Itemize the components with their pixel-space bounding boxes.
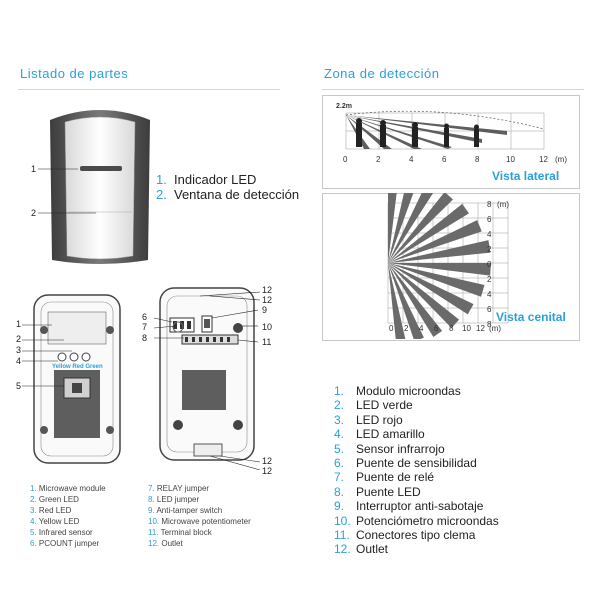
top-y-tick: 6	[487, 305, 492, 314]
detector-inner-left-diagram	[22, 294, 121, 464]
inner-right-callout-6: 6	[142, 312, 148, 322]
top-x-tick: 2	[404, 324, 409, 333]
top-unit: (m)	[497, 200, 509, 209]
list-item: 8.Puente LED	[334, 484, 421, 499]
inner-right-callout-12b: 12	[262, 295, 273, 305]
side-x-tick: 6	[442, 155, 447, 164]
top-x-tick: 4	[419, 324, 424, 333]
detection-beam	[388, 193, 397, 263]
inner-right-callout-11: 11	[262, 337, 272, 347]
detector-inner-right-diagram	[153, 287, 261, 470]
top-y-tick: 2	[487, 275, 492, 284]
side-view-caption: Vista lateral	[492, 169, 560, 183]
top-unit-x: (m)	[489, 324, 501, 333]
top-x-tick: 8	[449, 324, 454, 333]
detection-beam	[388, 263, 443, 338]
list-item: 8. LED jumper	[148, 495, 200, 504]
front-legend-item: 1.Indicador LED	[156, 172, 257, 187]
left-section-title: Listado de partes	[20, 66, 129, 81]
top-y-tick: 2	[487, 245, 492, 254]
list-item: 9.Interruptor anti-sabotaje	[334, 499, 484, 514]
list-item: 3.LED rojo	[334, 412, 403, 427]
list-item: 5. Infrared sensor	[30, 528, 93, 537]
list-item: 11. Terminal block	[148, 528, 212, 537]
top-y-tick: 4	[487, 230, 492, 239]
list-item: 2. Green LED	[30, 495, 79, 504]
top-view-y-axis: 8 (m) 6 4 2 0 2 4 6 8	[483, 200, 523, 335]
list-item: 1. Microwave module	[30, 484, 106, 493]
english-parts-list-2: 7. RELAY jumper 8. LED jumper 9. Anti-ta…	[148, 483, 251, 549]
side-view-panel	[322, 95, 580, 189]
list-item: 4.LED amarillo	[334, 427, 425, 442]
list-item: 9. Anti-tamper switch	[148, 506, 223, 515]
front-legend-item: 2.Ventana de detección	[156, 187, 300, 202]
right-section-title: Zona de detección	[324, 66, 440, 81]
detection-beam	[388, 240, 491, 263]
detection-beam	[388, 193, 453, 263]
inner-right-callout-12c: 12	[262, 456, 273, 466]
list-item: 4. Yellow LED	[30, 517, 80, 526]
list-item: 6.Puente de sensibilidad	[334, 456, 477, 471]
detection-beam	[388, 203, 469, 263]
detection-beam	[388, 263, 485, 297]
inner-left-callout-4: 4	[16, 356, 22, 366]
inner-right-callout-10: 10	[262, 322, 273, 332]
top-y-tick: 4	[487, 290, 492, 299]
top-y-tick: 6	[487, 215, 492, 224]
inner-right-callout-12a: 12	[262, 285, 273, 295]
inner-right-callout-9: 9	[262, 305, 268, 315]
list-item: 6. PCOUNT jumper	[30, 539, 100, 548]
inner-right-callout-7: 7	[142, 322, 148, 332]
inner-left-callout-3: 3	[16, 345, 22, 355]
list-item: 1.Modulo microondas	[334, 384, 461, 398]
top-x-tick: 6	[434, 324, 439, 333]
list-item: 3. Red LED	[30, 506, 72, 515]
detection-beam	[388, 263, 460, 328]
list-item: 7.Puente de relé	[334, 470, 435, 485]
side-view-height-label: 2.2m	[336, 103, 352, 110]
top-x-tick: 12	[476, 324, 485, 333]
side-x-tick: 2	[376, 155, 381, 164]
list-item: 2.LED verde	[334, 398, 413, 413]
detection-beam	[388, 263, 491, 276]
top-view-diagram	[387, 193, 509, 339]
inner-right-callout-12d: 12	[262, 466, 273, 476]
detection-beam	[388, 220, 482, 263]
list-item: 7. RELAY jumper	[148, 484, 210, 493]
top-x-tick: 0	[389, 324, 394, 333]
left-title-rule	[18, 89, 280, 90]
led-color-caption: Yellow Red Green	[52, 364, 103, 370]
list-item: 11.Conectores tipo clema	[334, 528, 476, 543]
front-callout-2: 2	[31, 208, 37, 218]
list-item: 10. Microwave potentiometer	[148, 517, 251, 526]
inner-right-callout-8: 8	[142, 333, 148, 343]
front-callout-1: 1	[31, 164, 37, 174]
front-legend: 1.Indicador LED 2.Ventana de detección	[156, 172, 299, 202]
detection-beam	[388, 263, 424, 339]
list-item: 5.Sensor infrarrojo	[334, 441, 445, 456]
side-unit: (m)	[555, 155, 567, 164]
top-y-tick: 8	[487, 320, 492, 329]
detector-front-diagram	[38, 110, 150, 264]
inner-left-callout-1: 1	[16, 319, 22, 329]
side-x-tick: 4	[409, 155, 414, 164]
side-x-tick: 8	[475, 155, 480, 164]
side-x-tick: 10	[506, 155, 515, 164]
top-y-tick: 8	[487, 200, 492, 209]
list-item: 12.Outlet	[334, 542, 389, 557]
top-view-caption: Vista cenital	[496, 310, 566, 324]
side-view-diagram	[345, 110, 545, 150]
side-x-tick: 12	[539, 155, 548, 164]
detection-beam	[388, 263, 474, 315]
inner-left-callout-2: 2	[16, 334, 22, 344]
inner-left-callout-5: 5	[16, 381, 22, 391]
list-item: 10.Potenciómetro microondas	[334, 513, 499, 528]
top-y-tick: 0	[487, 260, 492, 269]
right-title-rule	[322, 89, 584, 90]
spanish-parts-list: 1.Modulo microondas 2.LED verde 3.LED ro…	[334, 384, 499, 557]
list-item: 12. Outlet	[148, 539, 183, 548]
side-x-tick: 0	[343, 155, 348, 164]
top-x-tick: 10	[462, 324, 471, 333]
english-parts-list-1: 1. Microwave module 2. Green LED 3. Red …	[30, 483, 106, 549]
